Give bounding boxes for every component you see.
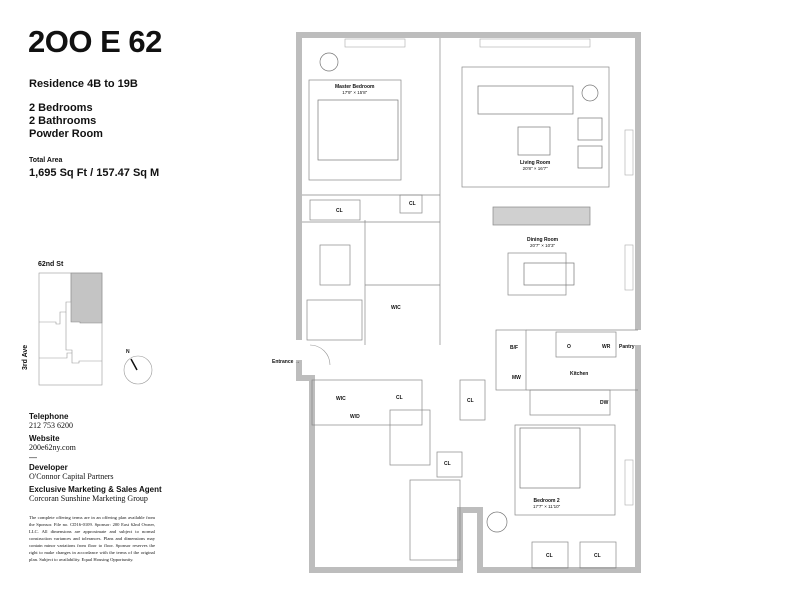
compass-icon bbox=[123, 355, 153, 385]
bedroom2-bed bbox=[519, 427, 581, 489]
windows bbox=[344, 38, 634, 506]
agent-value: Corcoran Sunshine Marketing Group bbox=[29, 494, 148, 503]
compass-north: N bbox=[126, 349, 130, 355]
tag-wic: WIC bbox=[336, 396, 346, 402]
website-link[interactable]: 200e62ny.com bbox=[29, 443, 76, 452]
building-title: 2OO E 62 bbox=[28, 24, 162, 59]
tag-closet: CL bbox=[546, 553, 553, 559]
tag-closet: CL bbox=[396, 395, 403, 401]
tag-closet: CL bbox=[444, 461, 451, 467]
tag-closet: CL bbox=[409, 201, 416, 207]
divider: — bbox=[29, 453, 37, 462]
master-bed bbox=[317, 99, 399, 161]
interior-walls bbox=[302, 38, 638, 569]
total-area-value: 1,695 Sq Ft / 157.47 Sq M bbox=[29, 167, 160, 179]
sofa bbox=[477, 85, 574, 115]
tag-dw: DW bbox=[600, 400, 609, 406]
developer-block: Developer O'Connor Capital Partners bbox=[29, 463, 114, 481]
tag-pantry: Pantry bbox=[619, 344, 635, 350]
agent-block: Exclusive Marketing & Sales Agent Corcor… bbox=[29, 485, 162, 503]
developer-label: Developer bbox=[29, 463, 68, 472]
tag-bf: B/F bbox=[510, 345, 519, 351]
total-area-label: Total Area bbox=[29, 157, 63, 164]
tag-wd: W/D bbox=[350, 414, 360, 420]
room-kitchen: Kitchen bbox=[570, 371, 589, 377]
tag-closet: CL bbox=[336, 208, 343, 214]
entrance-door bbox=[309, 344, 331, 366]
dining-table bbox=[523, 262, 575, 286]
developer-value: O'Connor Capital Partners bbox=[29, 472, 114, 481]
keyplan-street: 62nd St bbox=[38, 261, 64, 268]
exterior-walls bbox=[296, 32, 641, 573]
tag-mw: MW bbox=[512, 375, 521, 381]
tag-wr: WR bbox=[602, 344, 611, 350]
tag-closet: CL bbox=[467, 398, 474, 404]
tag-closet: CL bbox=[594, 553, 601, 559]
feature-bathrooms: 2 Bathrooms bbox=[29, 115, 97, 127]
disclaimer: The complete offering terms are in an of… bbox=[29, 515, 155, 562]
keyplan-map bbox=[38, 272, 153, 386]
website-block: Website 200e62ny.com bbox=[29, 434, 76, 452]
telephone-block: Telephone 212 753 6200 bbox=[29, 412, 73, 430]
coffee-table bbox=[517, 126, 551, 156]
residence-label: Residence 4B to 19B bbox=[29, 78, 138, 90]
entrance-label: Entrance → bbox=[272, 359, 300, 365]
chair bbox=[581, 84, 599, 102]
telephone-label: Telephone bbox=[29, 412, 69, 421]
feature-bedrooms: 2 Bedrooms bbox=[29, 102, 93, 114]
tag-wic: WIC bbox=[391, 305, 401, 311]
feature-powder-room: Powder Room bbox=[29, 128, 103, 140]
website-label: Website bbox=[29, 434, 60, 443]
furniture bbox=[317, 52, 603, 533]
features-list: 2 Bedrooms 2 Bathrooms Powder Room bbox=[29, 102, 103, 141]
tag-oven: O bbox=[567, 344, 571, 350]
agent-label: Exclusive Marketing & Sales Agent bbox=[29, 485, 162, 494]
telephone-value: 212 753 6200 bbox=[29, 421, 73, 430]
